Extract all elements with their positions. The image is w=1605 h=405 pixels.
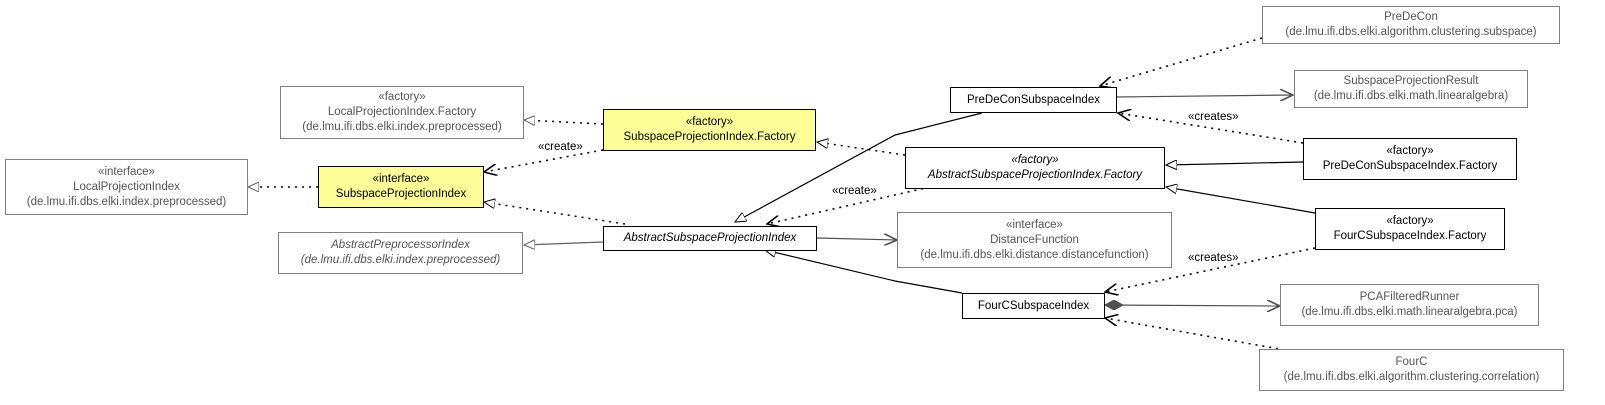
node-package: (de.lmu.ifi.dbs.elki.index.preprocessed) <box>26 195 227 208</box>
node-stereotype: «factory» <box>378 91 426 103</box>
node-package: (de.lmu.ifi.dbs.elki.math.linearalgebra) <box>1313 90 1509 102</box>
subspace-projection-index-factory-node[interactable]: «factory» SubspaceProjectionIndex.Factor… <box>603 109 816 151</box>
node-name: SubspaceProjectionIndex <box>335 188 467 200</box>
node-package: (de.lmu.ifi.dbs.elki.index.preprocessed) <box>300 254 501 266</box>
edge-fourc-uses <box>1105 318 1286 351</box>
node-name: PCAFilteredRunner <box>1359 291 1460 303</box>
fourc-subspace-index-factory-node[interactable]: «factory» FourCSubspaceIndex.Factory <box>1315 208 1505 250</box>
edge-distance-assoc <box>816 238 897 240</box>
node-stereotype: «interface» <box>372 173 430 185</box>
creates-label-bottom: «creates» <box>1188 252 1239 264</box>
edge-fourc-factory-extends <box>1166 187 1316 214</box>
node-name: PreDeConSubspaceIndex.Factory <box>1322 160 1498 172</box>
node-name: SubspaceProjectionIndex.Factory <box>623 131 796 143</box>
node-package: (de.lmu.ifi.dbs.elki.algorithm.clusterin… <box>1285 26 1537 38</box>
creates-label-top: «creates» <box>1188 111 1239 123</box>
abstract-subspace-projection-index-node[interactable]: AbstractSubspaceProjectionIndex <box>603 226 817 251</box>
node-name: AbstractPreprocessorIndex <box>331 239 470 251</box>
node-stereotype: «factory» <box>685 116 734 128</box>
predecon-subspace-index-node[interactable]: PreDeConSubspaceIndex <box>950 87 1117 113</box>
local-projection-index-node[interactable]: «interface» LocalProjectionIndex (de.lmu… <box>5 159 248 215</box>
node-stereotype: «factory» <box>1386 215 1434 227</box>
edge-abs-spi-extends <box>524 242 604 245</box>
fourc-subspace-index-node[interactable]: FourCSubspaceIndex <box>962 293 1105 319</box>
edge-result-assoc <box>1116 95 1293 97</box>
node-name: DistanceFunction <box>990 233 1079 246</box>
node-name: FourCSubspaceIndex <box>977 299 1090 312</box>
node-name: AbstractSubspaceProjectionIndex.Factory <box>927 169 1143 181</box>
edge-abs-factory-implements <box>817 142 906 156</box>
local-projection-factory-node[interactable]: «factory» LocalProjectionIndex.Factory (… <box>280 86 524 139</box>
edge-create-spi <box>484 149 604 172</box>
create-label-top: «create» <box>538 141 583 153</box>
node-package: (de.lmu.ifi.dbs.elki.algorithm.clusterin… <box>1283 371 1540 383</box>
subspace-projection-result-node[interactable]: SubspaceProjectionResult (de.lmu.ifi.dbs… <box>1294 70 1528 108</box>
edge-abs-spi-implements <box>484 202 626 225</box>
create-label-mid: «create» <box>832 185 877 197</box>
node-package: (de.lmu.ifi.dbs.elki.index.preprocessed) <box>302 121 502 133</box>
pca-filtered-runner-node[interactable]: PCAFilteredRunner (de.lmu.ifi.dbs.elki.m… <box>1280 284 1539 326</box>
node-stereotype: «factory» <box>1386 145 1434 157</box>
node-name: AbstractSubspaceProjectionIndex <box>623 232 797 244</box>
node-name: PreDeConSubspaceIndex <box>967 93 1100 106</box>
edge-creates-fourc <box>1105 247 1316 292</box>
fourc-class-node[interactable]: FourC (de.lmu.ifi.dbs.elki.algorithm.clu… <box>1259 349 1564 391</box>
edge-pca-composition <box>1105 305 1280 306</box>
node-stereotype: «interface» <box>1006 218 1063 231</box>
edge-spi-factory-implements <box>524 120 604 124</box>
node-name: FourC <box>1395 356 1428 368</box>
node-package: (de.lmu.ifi.dbs.elki.math.linearalgebra.… <box>1301 306 1518 318</box>
predecon-subspace-index-factory-node[interactable]: «factory» PreDeConSubspaceIndex.Factory <box>1303 138 1517 180</box>
predecon-class-node[interactable]: PreDeCon (de.lmu.ifi.dbs.elki.algorithm.… <box>1262 6 1560 44</box>
node-stereotype: «factory» <box>1011 154 1059 166</box>
abstract-subspace-projection-index-factory-node[interactable]: «factory» AbstractSubspaceProjectionInde… <box>905 147 1165 189</box>
node-name: FourCSubspaceIndex.Factory <box>1333 230 1487 242</box>
edge-fourc-index-extends <box>765 250 963 294</box>
node-name: PreDeCon <box>1384 11 1438 23</box>
node-package: (de.lmu.ifi.dbs.elki.distance.distancefu… <box>920 248 1149 261</box>
node-stereotype: «interface» <box>98 165 155 178</box>
subspace-projection-index-node[interactable]: «interface» SubspaceProjectionIndex <box>318 166 484 208</box>
node-name: LocalProjectionIndex.Factory <box>327 106 477 118</box>
distance-function-node[interactable]: «interface» DistanceFunction (de.lmu.ifi… <box>897 212 1172 268</box>
edge-predecon-factory-extends <box>1166 162 1304 165</box>
abstract-preprocessor-index-node[interactable]: AbstractPreprocessorIndex (de.lmu.ifi.db… <box>278 232 523 274</box>
node-name: LocalProjectionIndex <box>73 180 180 193</box>
edge-predecon-uses <box>1100 37 1263 86</box>
edge-predecon-index-extends <box>735 112 983 222</box>
node-name: SubspaceProjectionResult <box>1343 75 1479 87</box>
